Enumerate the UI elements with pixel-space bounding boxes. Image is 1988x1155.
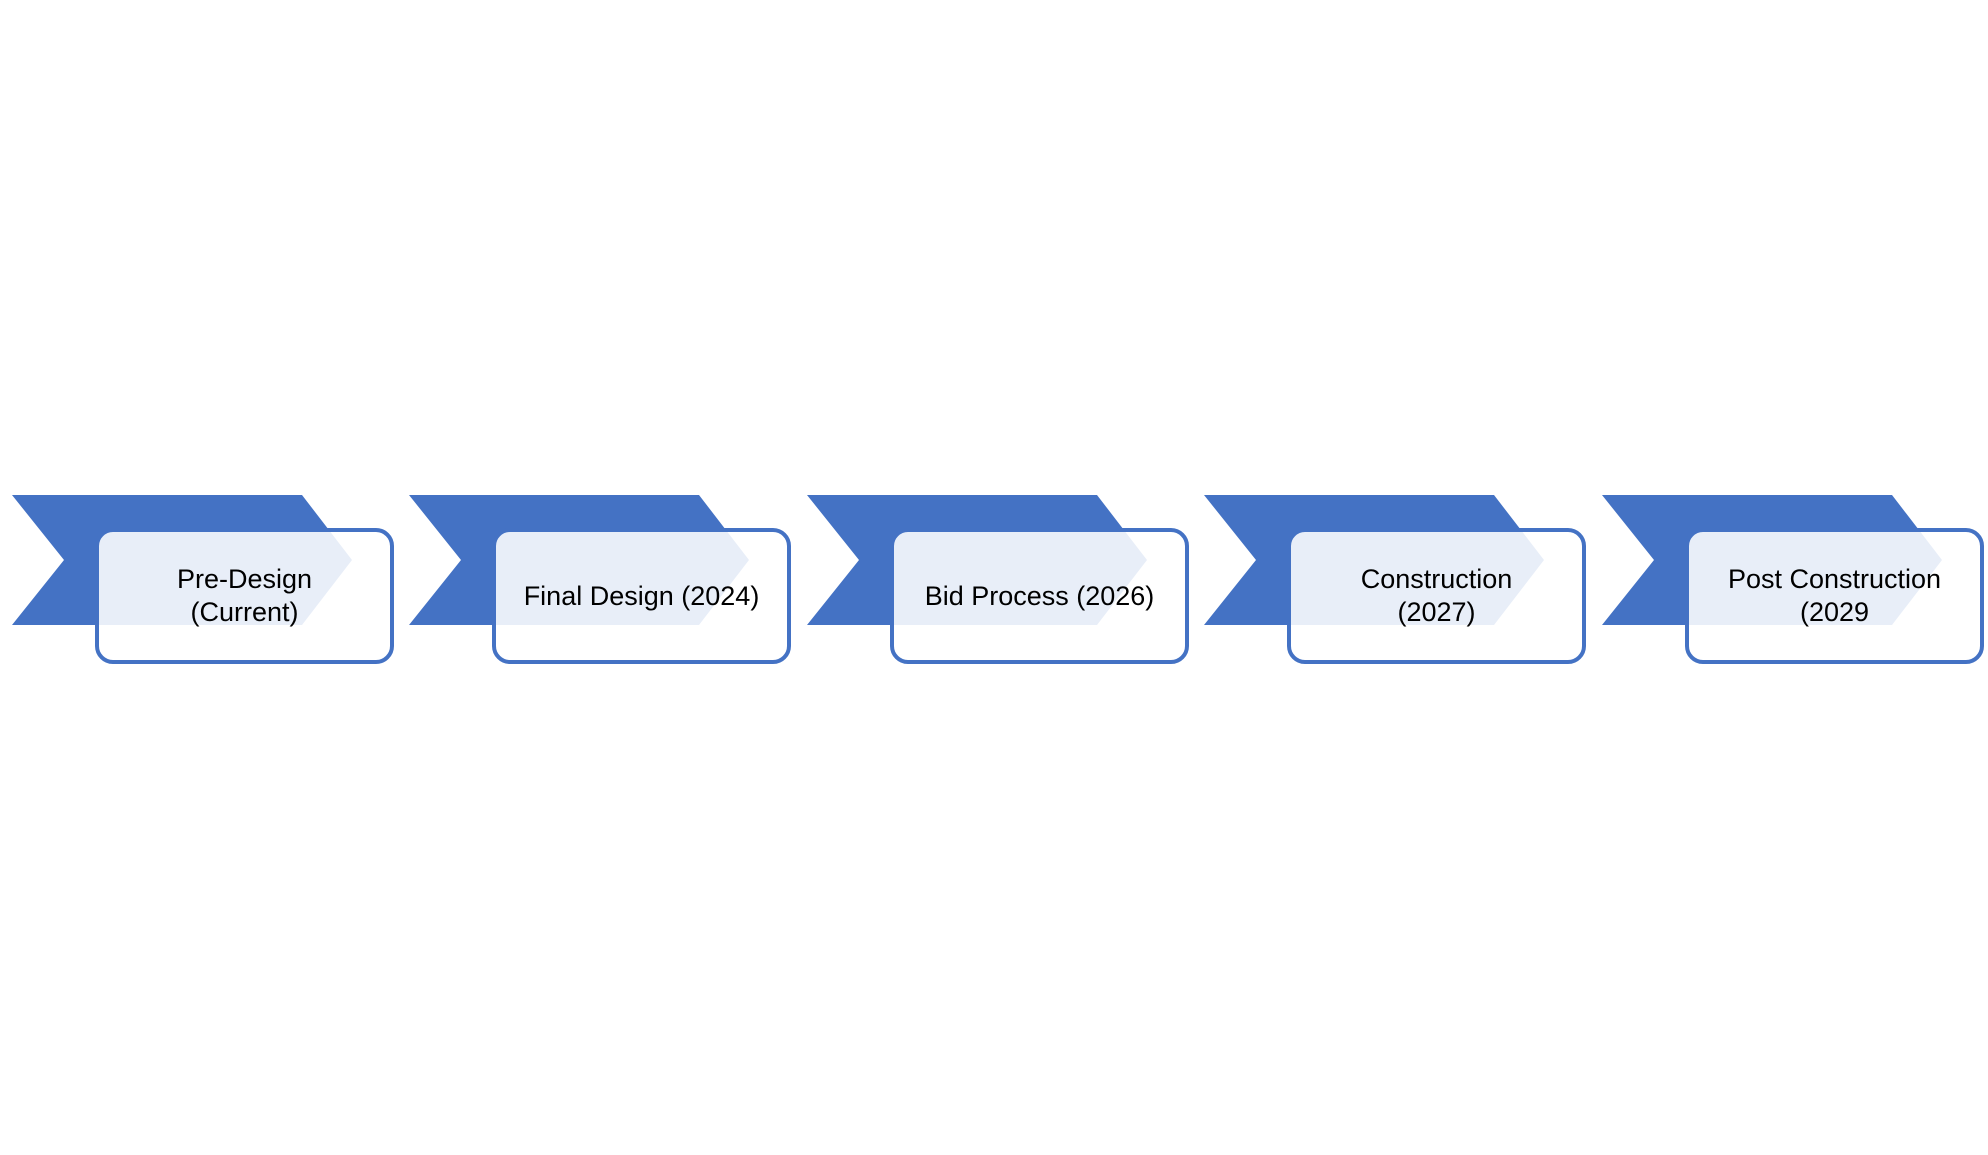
process-step-5: Post Construction (2029 xyxy=(1602,495,1988,675)
chevron-arrow-shape xyxy=(12,495,394,664)
process-step-4: Construction (2027) xyxy=(1204,495,1594,675)
chevron-arrow-shape xyxy=(1204,495,1586,664)
label-box xyxy=(890,528,1189,664)
process-step-3: Bid Process (2026) xyxy=(807,495,1197,675)
chevron-arrow-shape xyxy=(807,495,1189,664)
label-box xyxy=(95,528,394,664)
process-step-1: Pre-Design (Current) xyxy=(12,495,402,675)
label-box xyxy=(1685,528,1984,664)
process-step-2: Final Design (2024) xyxy=(409,495,799,675)
chevron-arrow-shape xyxy=(1602,495,1984,664)
label-box xyxy=(1287,528,1586,664)
chevron-arrow-shape xyxy=(409,495,791,664)
label-box xyxy=(492,528,791,664)
